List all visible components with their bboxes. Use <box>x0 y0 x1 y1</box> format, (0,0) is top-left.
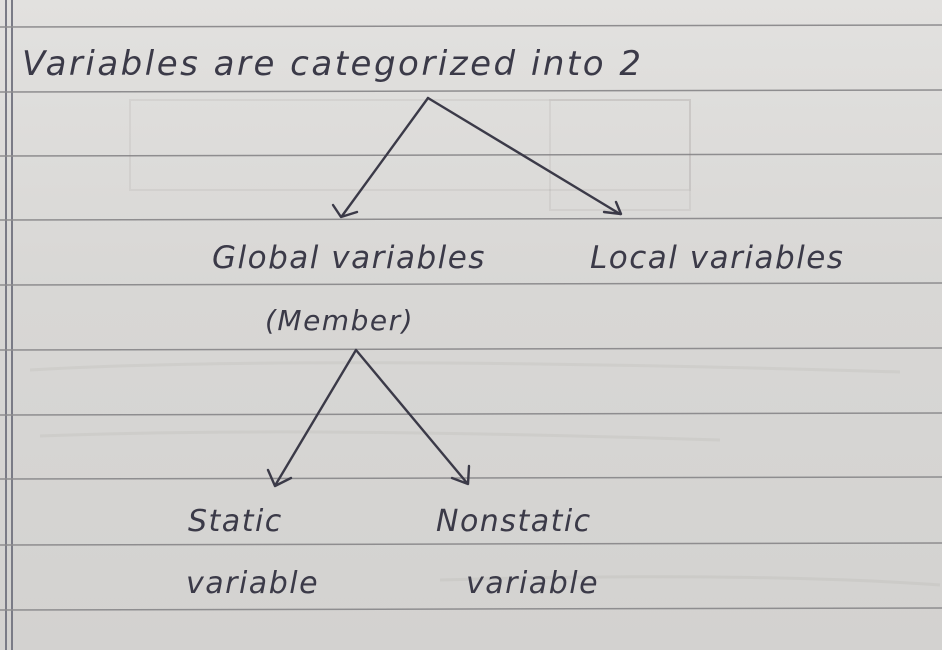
show-through-mark <box>39 430 721 442</box>
notes-heading: Variables are categorized into 2 <box>22 44 644 84</box>
rule-line <box>0 607 942 611</box>
arrowhead-nonstatic <box>450 464 471 486</box>
show-through-mark <box>29 361 901 374</box>
static-label: Static <box>188 504 283 539</box>
rule-line <box>0 476 942 480</box>
rule-line <box>0 412 942 416</box>
arrow-to-static <box>274 348 358 486</box>
show-through-mark <box>439 575 941 587</box>
arrow-to-global <box>340 96 430 218</box>
nonstatic-variable-label: variable <box>466 566 600 601</box>
rule-line <box>0 153 942 157</box>
arrowhead-global <box>331 203 359 219</box>
arrowhead-local <box>602 200 623 216</box>
nonstatic-label: Nonstatic <box>436 504 592 539</box>
global-variables-label: Global variables <box>212 240 486 276</box>
show-through-mark <box>129 99 691 191</box>
member-label: (Member) <box>265 304 415 337</box>
rule-line <box>0 282 942 286</box>
rule-line <box>0 542 942 546</box>
arrow-to-nonstatic <box>354 348 469 485</box>
arrow-to-local <box>426 96 622 216</box>
arrowhead-static <box>266 468 293 488</box>
static-variable-label: variable <box>186 566 320 601</box>
rule-line <box>0 347 942 351</box>
rule-line <box>0 89 942 93</box>
rule-line <box>0 217 942 221</box>
local-variables-label: Local variables <box>590 240 845 276</box>
rule-line <box>0 24 942 28</box>
